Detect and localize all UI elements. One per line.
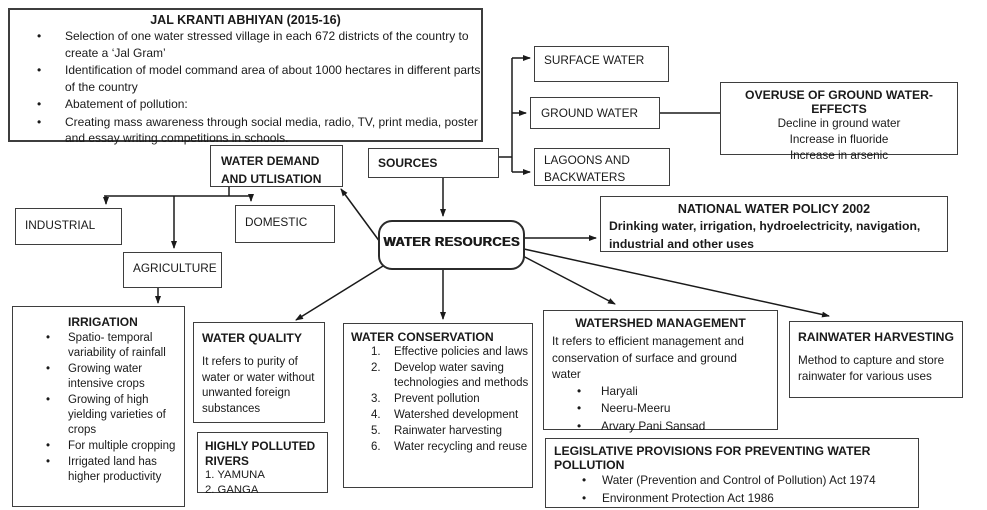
overuse-line: Decline in ground water	[777, 117, 901, 130]
sources-box: SOURCES	[368, 148, 499, 178]
list-item: For multiple cropping	[13, 439, 184, 454]
list-item: Water (Prevention and Control of Polluti…	[554, 472, 910, 490]
list-item: 2. Develop water saving technologies and …	[344, 361, 532, 391]
water-demand-box: WATER DEMAND AND UTLISATION	[210, 145, 343, 187]
water-quality-box: WATER QUALITY It refers to purity of wat…	[193, 322, 325, 423]
water-quality-title: WATER QUALITY	[202, 331, 302, 345]
domestic-box: DOMESTIC	[235, 205, 335, 243]
list-item: 2. GANGA	[205, 483, 259, 496]
list-item: Irrigated land has higher productivity	[13, 455, 184, 485]
legislative-list: Water (Prevention and Control of Polluti…	[554, 472, 910, 510]
list-item: Growing water intensive crops	[13, 362, 184, 392]
list-item: 4. Watershed development	[344, 408, 532, 423]
nwp-body: Drinking water, irrigation, hydroelectri…	[609, 219, 921, 251]
polluted-rivers-title: HIGHLY POLLUTED RIVERS	[205, 439, 316, 468]
irrigation-title: IRRIGATION	[68, 315, 138, 329]
water-conservation-title: WATER CONSERVATION	[351, 330, 494, 344]
item-number: 6.	[371, 441, 381, 453]
water-quality-body: It refers to purity of water or water wi…	[202, 356, 315, 415]
list-item: Identification of model command area of …	[10, 62, 481, 95]
watershed-list: Haryali Neeru-Meeru Arvary Pani Sansad	[544, 383, 777, 436]
polluted-rivers-list: 1. YAMUNA 2. GANGA	[205, 468, 320, 497]
item-text: Watershed development	[394, 409, 519, 421]
watershed-body: It refers to efficient management and co…	[552, 334, 744, 381]
list-item: 5. Rainwater harvesting	[344, 424, 532, 439]
jal-kranti-list: Selection of one water stressed village …	[10, 28, 481, 147]
rainwater-title: RAINWATER HARVESTING	[798, 330, 954, 344]
watershed-title: WATERSHED MANAGEMENT	[575, 316, 746, 330]
ground-water-box: GROUND WATER	[530, 97, 660, 129]
item-text: Rainwater harvesting	[394, 425, 503, 437]
surface-water-box: SURFACE WATER	[534, 46, 669, 82]
agriculture-box: AGRICULTURE	[123, 252, 222, 288]
item-text: Develop water saving technologies and me…	[394, 362, 529, 389]
list-item: 1. YAMUNA	[205, 469, 265, 481]
lagoons-backwaters-box: LAGOONS AND BACKWATERS	[534, 148, 670, 186]
item-text: Effective policies and laws	[394, 346, 529, 358]
polluted-rivers-box: HIGHLY POLLUTED RIVERS 1. YAMUNA 2. GANG…	[197, 432, 328, 496]
item-number: 1.	[371, 346, 381, 358]
rainwater-harvesting-box: RAINWATER HARVESTING Method to capture a…	[789, 321, 963, 398]
water-conservation-box: WATER CONSERVATION 1. Effective policies …	[343, 323, 533, 488]
list-item: Neeru-Meeru	[544, 400, 777, 418]
item-number: 5.	[371, 425, 381, 437]
nwp-title: NATIONAL WATER POLICY 2002	[677, 202, 871, 216]
list-item: Creating mass awareness through social m…	[10, 114, 481, 147]
list-item: 6. Water recycling and reuse	[344, 440, 532, 455]
list-item: Haryali	[544, 383, 777, 401]
overuse-title: OVERUSE OF GROUND WATER-EFFECTS	[744, 88, 933, 116]
jal-kranti-title: JAL KRANTI ABHIYAN (2015-16)	[150, 13, 341, 27]
list-item: Selection of one water stressed village …	[10, 28, 481, 61]
item-text: Prevent pollution	[394, 393, 480, 405]
overuse-effects-box: OVERUSE OF GROUND WATER-EFFECTS Decline …	[720, 82, 958, 162]
item-number: 3.	[371, 393, 381, 405]
watershed-management-box: WATERSHED MANAGEMENT It refers to effici…	[543, 310, 778, 435]
legislative-title: LEGISLATIVE PROVISIONS FOR PREVENTING WA…	[554, 444, 871, 472]
water-conservation-list: 1. Effective policies and laws 2. Develop …	[344, 345, 532, 455]
national-water-policy-box: NATIONAL WATER POLICY 2002 Drinking wate…	[600, 196, 948, 252]
item-text: Water recycling and reuse	[394, 441, 528, 453]
list-item: Spatio- temporal variability of rainfall	[13, 331, 184, 361]
industrial-box: INDUSTRIAL	[15, 208, 122, 245]
item-number: 2.	[371, 362, 381, 374]
list-item: Growing of high yielding varieties of cr…	[13, 393, 184, 438]
overuse-line: Increase in fluoride	[789, 133, 889, 146]
list-item: Environment Protection Act 1986	[554, 490, 910, 508]
list-item: Abatement of pollution:	[10, 96, 481, 113]
irrigation-box: IRRIGATION Spatio- temporal variability …	[12, 306, 185, 507]
list-item: Arvary Pani Sansad	[544, 418, 777, 436]
item-number: 4.	[371, 409, 381, 421]
legislative-provisions-box: LEGISLATIVE PROVISIONS FOR PREVENTING WA…	[545, 438, 919, 510]
list-item: 1. Effective policies and laws	[344, 345, 532, 360]
irrigation-list: Spatio- temporal variability of rainfall…	[13, 331, 184, 485]
rainwater-body: Method to capture and store rainwater fo…	[798, 354, 945, 383]
water-resources-node: WATER RESOURCES	[378, 220, 525, 270]
overuse-line: Increase in arsenic	[789, 149, 889, 162]
list-item: The Water Cess Act, 1977	[554, 507, 910, 510]
list-item: 3. Prevent pollution	[344, 392, 532, 407]
jal-kranti-box: JAL KRANTI ABHIYAN (2015-16) Selection o…	[8, 8, 483, 145]
